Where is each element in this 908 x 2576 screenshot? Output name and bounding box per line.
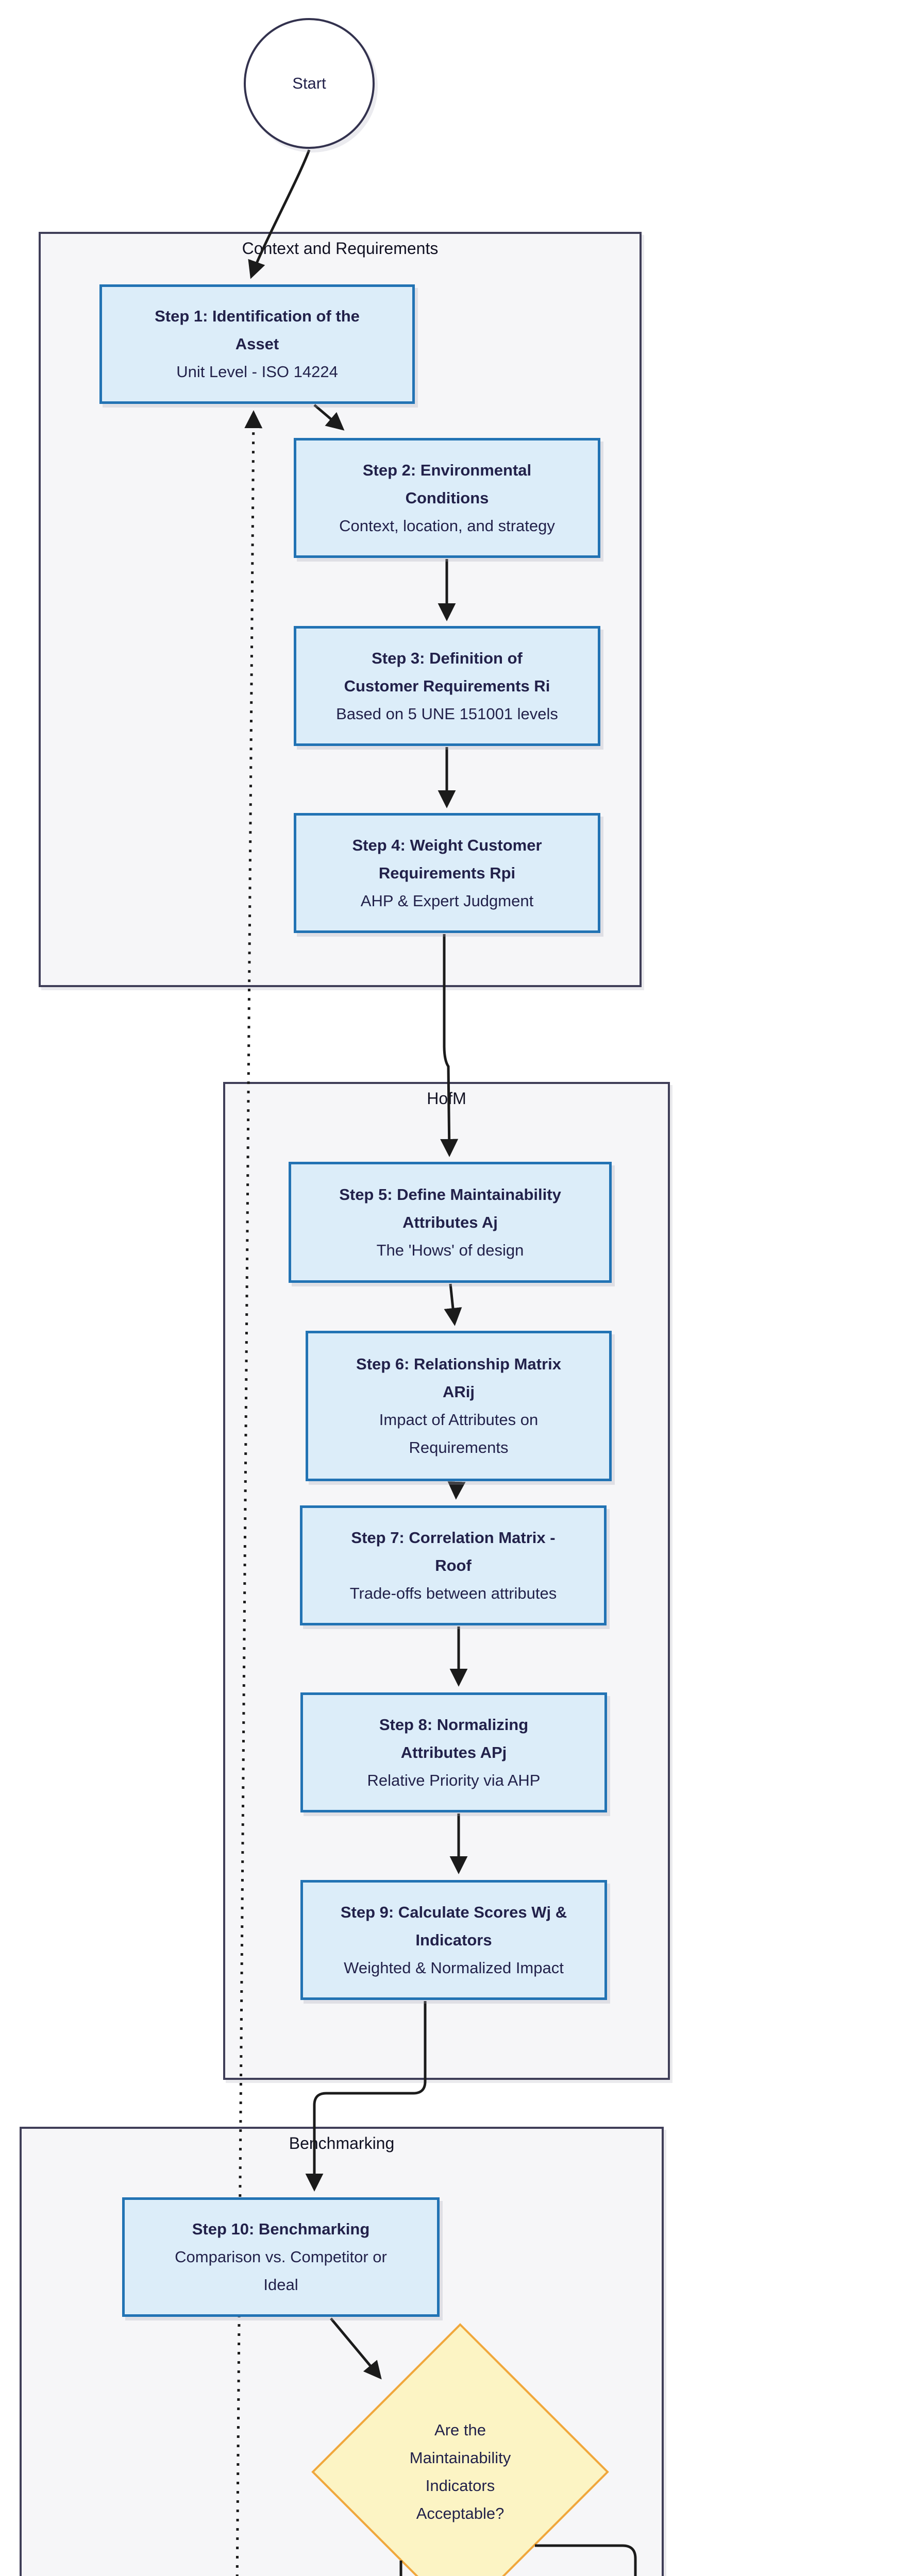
step2-title-line: Step 2: Environmental	[362, 461, 532, 479]
step9-title-line: Step 9: Calculate Scores Wj &	[340, 1903, 567, 1921]
edge-step5-to-step6	[444, 1283, 462, 1326]
decision-line: Maintainability	[409, 2449, 511, 2467]
decision-line: Are the	[434, 2421, 486, 2439]
edge-step9-to-step10	[305, 2001, 427, 2192]
step7-subtitle: Trade-offs between attributes	[349, 1584, 557, 1602]
step9-subtitle: Weighted & Normalized Impact	[344, 1958, 564, 1977]
step7-node: Step 7: Correlation Matrix - Roof Trade-…	[300, 1505, 607, 1625]
step1-node: Step 1: Identification of the Asset Unit…	[99, 284, 415, 404]
step5-title-line: Attributes Aj	[402, 1213, 498, 1231]
edge-start-to-step1	[248, 149, 311, 279]
step10-node: Step 10: Benchmarking Comparison vs. Com…	[122, 2197, 440, 2317]
step3-node: Step 3: Definition of Customer Requireme…	[294, 626, 600, 746]
edge-step10-to-decision	[330, 2317, 382, 2380]
step5-node: Step 5: Define Maintainability Attribute…	[289, 1162, 612, 1283]
step8-title-line: Attributes APj	[400, 1743, 507, 1761]
step3-title-line: Customer Requirements Ri	[344, 676, 550, 695]
step10-title-line: Step 10: Benchmarking	[192, 2220, 370, 2238]
step2-subtitle: Context, location, and strategy	[339, 516, 555, 535]
step1-subtitle: Unit Level - ISO 14224	[176, 363, 338, 381]
cluster-benchmarking-label: Benchmarking	[289, 2134, 395, 2153]
cluster-context-label: Context and Requirements	[242, 239, 439, 258]
step2-node: Step 2: Environmental Conditions Context…	[294, 438, 600, 558]
step8-node: Step 8: Normalizing Attributes APj Relat…	[300, 1692, 607, 1812]
step2-title-line: Conditions	[405, 488, 489, 507]
start-label: Start	[292, 74, 326, 92]
cluster-hofm-label: HofM	[427, 1089, 466, 1108]
step3-title-line: Step 3: Definition of	[372, 649, 523, 667]
step1-title-line: Step 1: Identification of the	[155, 307, 360, 325]
step4-title-line: Requirements Rpi	[378, 863, 516, 882]
decision-diamond	[311, 2323, 609, 2576]
edge-decision-yes-to-end	[535, 2544, 637, 2576]
decision-node-text: Are the Maintainability Indicators Accep…	[367, 2405, 553, 2539]
step5-subtitle: The 'Hows' of design	[376, 1241, 524, 1259]
step6-title-line: ARij	[443, 1383, 475, 1401]
step10-subtitle: Comparison vs. Competitor or	[175, 2248, 387, 2266]
step6-subtitle: Impact of Attributes on	[379, 1411, 539, 1429]
step7-title-line: Step 7: Correlation Matrix -	[351, 1528, 556, 1547]
edge-decision-no-to-plan	[399, 2561, 402, 2576]
step9-node: Step 9: Calculate Scores Wj & Indicators…	[300, 1880, 607, 2000]
step6-node: Step 6: Relationship Matrix ARij Impact …	[306, 1331, 612, 1481]
step10-subtitle: Ideal	[263, 2276, 298, 2294]
step1-title-line: Asset	[235, 335, 279, 353]
edge-step6-to-step7	[447, 1481, 466, 1500]
step3-subtitle: Based on 5 UNE 151001 levels	[336, 704, 558, 723]
decision-line: Acceptable?	[416, 2504, 505, 2522]
decision-line: Indicators	[425, 2477, 495, 2495]
step7-title-line: Roof	[435, 1556, 472, 1574]
edge-step1-to-step2	[313, 404, 345, 431]
step6-title-line: Step 6: Relationship Matrix	[356, 1355, 561, 1373]
start-node: Start	[244, 18, 375, 149]
step8-title-line: Step 8: Normalizing	[379, 1715, 529, 1734]
step6-subtitle: Requirements	[409, 1438, 509, 1456]
step4-title-line: Step 4: Weight Customer	[352, 836, 542, 854]
step4-subtitle: AHP & Expert Judgment	[360, 891, 534, 910]
step4-node: Step 4: Weight Customer Requirements Rpi…	[294, 813, 600, 933]
step5-title-line: Step 5: Define Maintainability	[339, 1185, 561, 1204]
edge-step4-to-step5	[440, 934, 459, 1157]
step9-title-line: Indicators	[415, 1930, 492, 1949]
step8-subtitle: Relative Priority via AHP	[367, 1771, 541, 1789]
